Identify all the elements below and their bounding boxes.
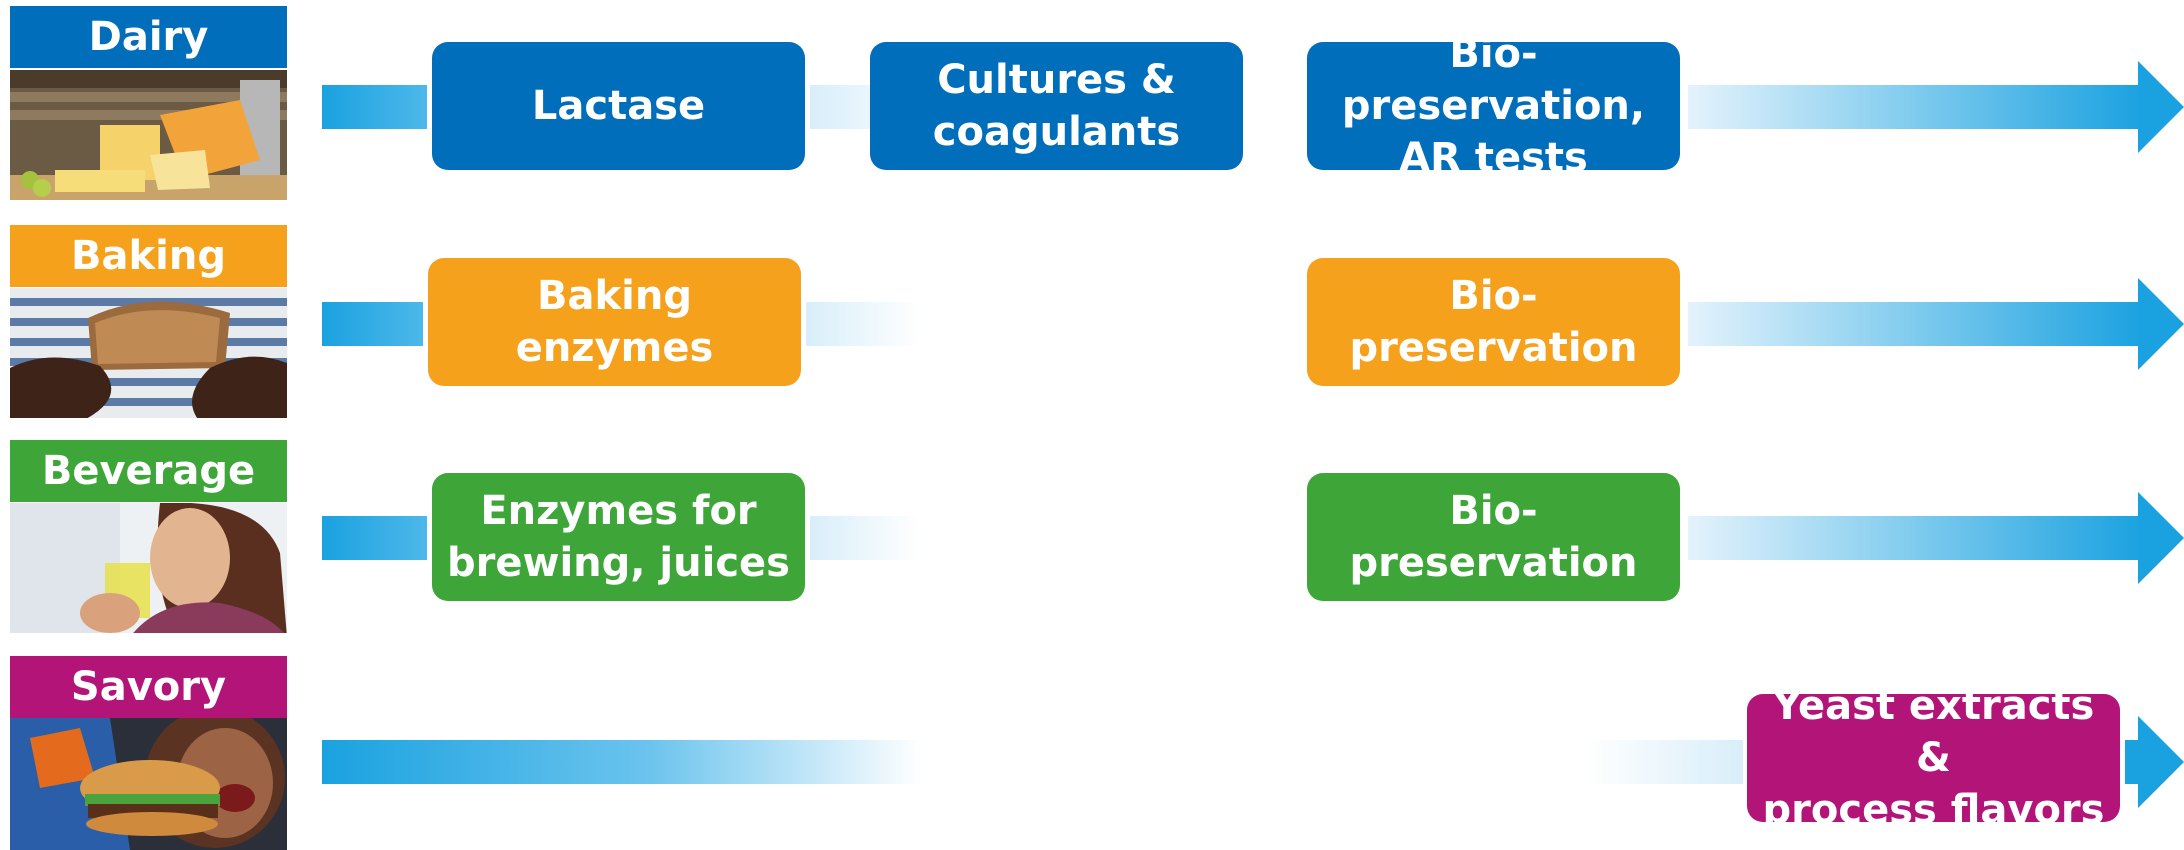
arrow-bar-savory-fade-in	[1585, 740, 1743, 784]
arrow-bar-baking-start	[322, 302, 423, 346]
category-label-savory: Savory	[10, 656, 287, 718]
arrow-bar-beverage-end	[1688, 516, 2143, 560]
arrow-bar-beverage-start	[322, 516, 427, 560]
arrow-bar-savory-start	[322, 740, 922, 784]
category-label-dairy: Dairy	[10, 6, 287, 68]
arrow-bar-dairy-end	[1688, 85, 2143, 129]
arrowhead-savory	[2138, 716, 2184, 808]
arrow-bar-beverage-fade	[810, 516, 921, 560]
box-baking-enzymes: Baking enzymes	[428, 258, 801, 386]
arrowhead-dairy	[2138, 61, 2184, 153]
bread-photo	[10, 288, 287, 418]
box-bio-preservation-beverage: Bio-preservation	[1307, 473, 1680, 601]
drinking-woman-photo	[10, 503, 287, 633]
box-yeast-extracts-process-flavors: Yeast extracts & process flavors	[1747, 683, 2120, 833]
category-label-baking: Baking	[10, 225, 287, 287]
category-label-beverage: Beverage	[10, 440, 287, 502]
arrow-bar-baking-end	[1688, 302, 2143, 346]
box-bio-preservation-ar-tests: Bio-preservation, AR tests	[1307, 31, 1680, 181]
arrow-bar-dairy-start	[322, 85, 427, 129]
arrowhead-baking	[2138, 278, 2184, 370]
arrowhead-beverage	[2138, 492, 2184, 584]
arrow-bar-dairy-mid	[810, 85, 870, 129]
cheese-photo	[10, 70, 287, 200]
box-bio-preservation-baking: Bio-preservation	[1307, 258, 1680, 386]
arrow-bar-baking-fade	[806, 302, 921, 346]
box-enzymes-brewing-juices: Enzymes for brewing, juices	[432, 473, 805, 601]
burger-photo	[10, 718, 287, 850]
box-lactase: Lactase	[432, 42, 805, 170]
box-cultures-coagulants: Cultures & coagulants	[870, 42, 1243, 170]
